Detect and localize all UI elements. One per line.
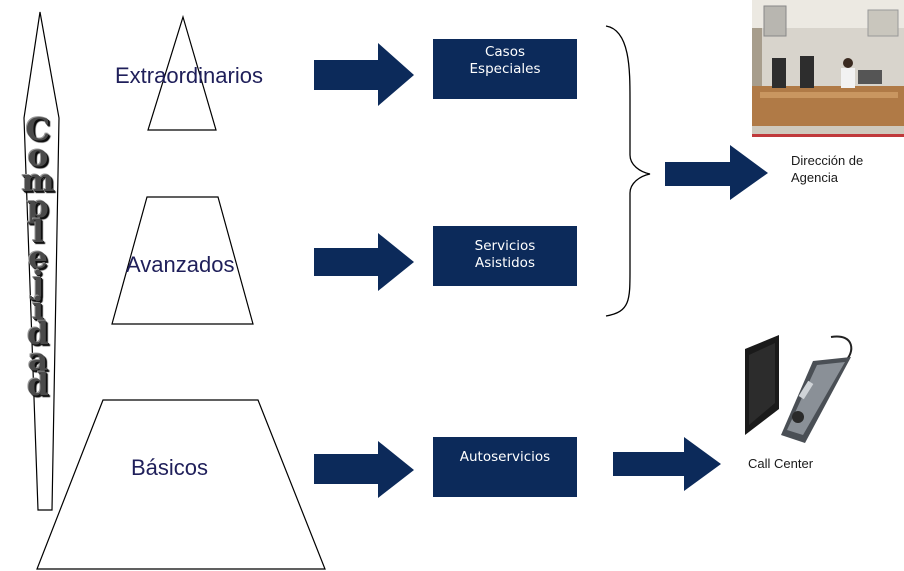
box-servicios-asistidos-line1: Servicios [474,238,536,254]
complexity-letter: o [27,137,49,174]
grouping-brace [605,25,651,317]
tier-middle-trapezoid [111,196,254,325]
arrow-top [314,43,414,106]
complexity-letter: m [21,163,55,199]
complexity-letter: e [28,239,48,276]
tier-bottom-label: Básicos [131,455,209,480]
agency-label-line2: Agencia [791,170,838,185]
office-reception-photo [752,0,904,137]
box-servicios-asistidos-line2: Asistidos [475,255,535,271]
box-casos-especiales: Casos Especiales [433,39,577,99]
complexity-letter: a [27,341,49,378]
tier-middle-label: Avanzados [126,252,235,277]
agency-label: Dirección de Agencia [791,152,863,186]
box-servicios-asistidos: Servicios Asistidos [433,226,577,286]
complexity-letter: C [25,112,51,148]
arrow-middle [314,233,414,291]
box-casos-especiales-line2: Especiales [469,61,541,77]
arrow-to-agency [665,145,768,200]
complexity-letter: l [32,214,44,250]
tier-top-label: Extraordinarios [115,63,263,88]
box-autoservicios-line1: Autoservicios [459,449,551,465]
agency-label-line1: Dirección de [791,153,864,168]
tier-top-triangle [147,14,217,131]
tier-bottom-trapezoid [36,399,326,570]
arrow-bottom [314,441,414,498]
box-casos-especiales-line1: Casos [484,44,526,60]
call-center-label: Call Center [748,456,814,471]
complexity-letter: p [27,188,49,225]
complexity-letter: j [32,265,44,301]
arrow-to-call-center [613,437,721,491]
box-autoservicios: Autoservicios [433,437,577,497]
complexity-letter: i [32,290,44,327]
complexity-letter: d [27,316,49,352]
keyboard-and-phone-photo [743,331,858,449]
complexity-spike [23,11,60,511]
complexity-letter: d [27,367,49,403]
